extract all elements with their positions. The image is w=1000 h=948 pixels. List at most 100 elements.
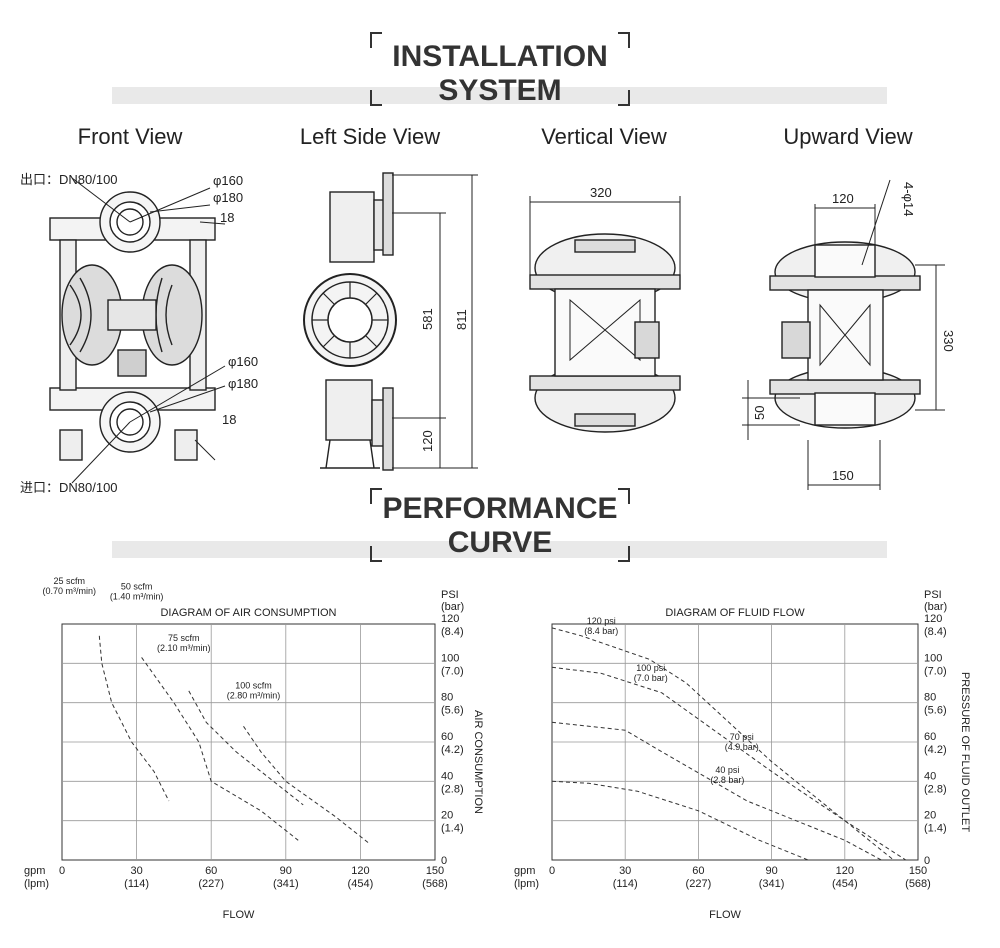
x-tick-label: 0 [549, 865, 555, 877]
y-tick-label: 120 [441, 613, 459, 625]
x-tick-sub-label: (341) [273, 878, 299, 890]
series-line [243, 726, 371, 845]
y-tick-sub-label: (8.4) [924, 626, 947, 638]
x-tick-label: 150 [426, 865, 444, 877]
y-tick-label: 40 [924, 770, 936, 782]
x-tick-label: 0 [59, 865, 65, 877]
bracket2-bl [370, 546, 382, 562]
series-sub-label: (8.4 bar) [584, 626, 618, 636]
series-label: 70 psi [730, 732, 754, 742]
dim-120-up: 120 [832, 191, 854, 206]
dim-150: 150 [832, 468, 854, 483]
series-label: 40 psi [715, 765, 739, 775]
performance-title-1: PERFORMANCE [382, 492, 618, 525]
upward-view-drawing [742, 179, 945, 490]
bracket2-tl [370, 488, 382, 504]
holes-label: 4-φ14 [901, 182, 916, 216]
dim-811: 811 [454, 309, 469, 330]
series-line [188, 690, 304, 806]
x-tick-sub-label: (227) [686, 878, 712, 890]
y-tick-label: 0 [924, 855, 930, 867]
x-tick-label: 60 [692, 865, 704, 877]
y-tick-sub-label: (5.6) [441, 705, 464, 717]
vertical-view-title: Vertical View [541, 124, 667, 149]
x-tick-label: 60 [205, 865, 217, 877]
x-tick-sub-label: (341) [759, 878, 785, 890]
series-line [551, 721, 882, 861]
vertical-view-drawing [529, 196, 681, 433]
x-tick-sub-label: (568) [422, 878, 448, 890]
y-unit-label-2: (bar) [924, 601, 947, 613]
y-tick-label: 20 [441, 810, 453, 822]
dia160-top: φ160 [213, 173, 243, 188]
installation-title-1: INSTALLATION [392, 40, 608, 73]
y-tick-sub-label: (4.2) [924, 744, 947, 756]
x-tick-label: 120 [836, 865, 854, 877]
series-sub-label: (2.8 bar) [710, 775, 744, 785]
y-tick-sub-label: (1.4) [441, 823, 464, 835]
y-tick-label: 40 [441, 770, 453, 782]
x-tick-label: 150 [909, 865, 927, 877]
series-label: 75 scfm [168, 633, 200, 643]
y-tick-label: 60 [924, 731, 936, 743]
dim-50: 50 [752, 406, 767, 420]
thk18-top: 18 [220, 210, 234, 225]
performance-title-2: CURVE [447, 526, 553, 559]
y-tick-label: 100 [441, 652, 459, 664]
x-unit-label: gpm [24, 865, 45, 877]
thk18-bot: 18 [222, 412, 236, 427]
y-tick-sub-label: (2.8) [924, 783, 947, 795]
series-label: 100 scfm [235, 680, 272, 690]
x-axis-title: FLOW [223, 909, 255, 921]
chart-title: DIAGRAM OF FLUID FLOW [665, 607, 805, 619]
series-label: 120 psi [587, 616, 616, 626]
y-tick-sub-label: (2.8) [441, 783, 464, 795]
y-tick-label: 80 [441, 692, 453, 704]
y-unit-label: PSI [441, 589, 459, 601]
x-tick-sub-label: (114) [613, 878, 638, 890]
series-line [141, 657, 299, 841]
series-line [551, 627, 894, 861]
y-tick-label: 60 [441, 731, 453, 743]
x-tick-label: 30 [130, 865, 142, 877]
series-sub-label: (4.9 bar) [725, 742, 759, 752]
x-tick-label: 90 [280, 865, 292, 877]
series-sub-label: (0.70 m³/min) [43, 586, 97, 596]
left-view-title: Left Side View [299, 124, 441, 149]
y-axis-title: AIR CONSUMPTION [472, 710, 484, 814]
x-tick-sub-label: (114) [124, 878, 149, 890]
bracket2-br [618, 546, 630, 562]
series-label: 100 psi [636, 663, 665, 673]
outlet-label: 出口：DN80/100 [20, 172, 118, 187]
pump-drawings: 出口：DN80/100 进口：DN80/100 φ160 φ180 18 φ16… [20, 172, 956, 495]
dia160-bot: φ160 [228, 354, 258, 369]
inlet-label: 进口：DN80/100 [20, 480, 118, 495]
y-tick-label: 0 [441, 855, 447, 867]
series-label: 50 scfm [121, 581, 153, 591]
dim-120-side: 120 [420, 430, 435, 452]
upward-view-title: Upward View [783, 124, 913, 149]
y-tick-sub-label: (5.6) [924, 705, 947, 717]
installation-band [112, 87, 887, 104]
x-unit-label: gpm [514, 865, 535, 877]
dia180-top: φ180 [213, 190, 243, 205]
x-tick-sub-label: (568) [905, 878, 931, 890]
bracket-tr [618, 32, 630, 48]
x-tick-label: 90 [765, 865, 777, 877]
dia180-bot: φ180 [228, 376, 258, 391]
dim-320: 320 [590, 185, 612, 200]
x-unit-label-2: (lpm) [24, 878, 49, 890]
y-tick-sub-label: (7.0) [441, 665, 464, 677]
x-tick-sub-label: (454) [348, 878, 374, 890]
x-tick-sub-label: (454) [832, 878, 858, 890]
bracket2-tr [618, 488, 630, 504]
x-tick-label: 30 [619, 865, 631, 877]
series-line [98, 635, 170, 802]
x-tick-sub-label: (227) [198, 878, 224, 890]
bracket-bl [370, 90, 382, 106]
y-tick-sub-label: (1.4) [924, 823, 947, 835]
series-line [551, 780, 809, 861]
y-unit-label-2: (bar) [441, 601, 464, 613]
series-sub-label: (1.40 m³/min) [110, 591, 164, 601]
